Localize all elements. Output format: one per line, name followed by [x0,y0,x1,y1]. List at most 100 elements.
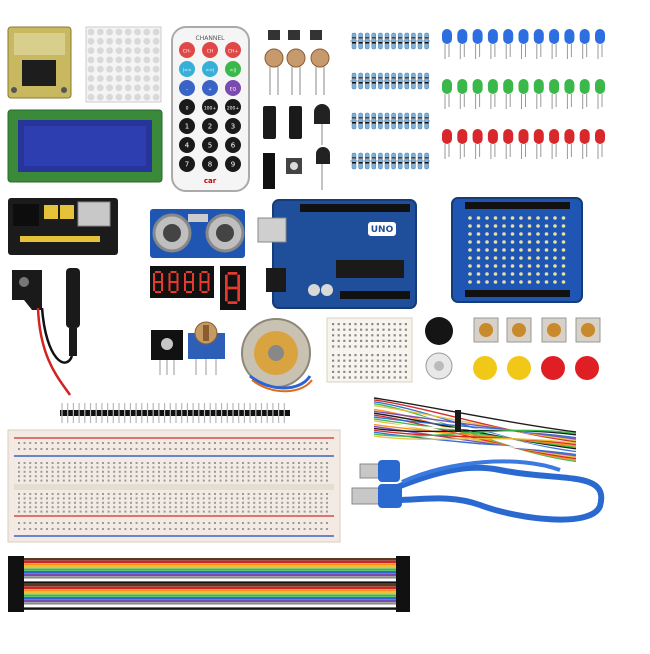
buzzer [425,317,453,380]
bb-hole [286,497,289,500]
led [472,129,483,144]
proto-pad [544,280,549,284]
bb-hole [337,345,340,348]
bb-hole [107,506,110,509]
bb-hole [208,479,211,482]
bb-hole [371,339,374,342]
remote-key [202,118,218,134]
bb-hole [57,448,60,450]
segment [225,274,228,288]
resistor-band [365,77,370,79]
bb-hole [286,442,289,444]
resistor [364,72,370,90]
bb-hole [264,501,267,504]
bb-hole [208,510,211,513]
proto-pad [561,272,566,276]
remote-key [202,42,218,58]
bb-hole [46,501,48,504]
bb-hole [404,334,407,337]
ribbon-wire [22,558,398,561]
matrix-dot [152,28,160,36]
bb-hole [163,479,166,482]
bb-hole [85,470,88,473]
bb-hole [354,354,357,357]
bb-hole [118,462,121,464]
bb-hole [343,354,346,357]
bb-hole [135,506,138,509]
bb-hole [236,448,239,450]
resistor-band [404,117,409,119]
bb-hole [404,339,407,342]
bb-hole [169,493,172,495]
proto-pad [561,216,566,220]
resistor-band [398,162,403,164]
segment [207,273,210,282]
proto-pad [468,232,472,236]
bb-hole [365,354,368,357]
bb-hole [85,442,88,444]
ribbon-wire [22,563,398,566]
stepper-motor [241,318,313,393]
bb-hole [253,462,256,464]
bb-hole [247,442,250,444]
proto-pad [476,280,481,284]
matrix-dot [115,93,123,101]
resistor [351,112,357,130]
bb-hole [360,370,363,373]
bb-hole [303,528,306,530]
proto-pad [519,272,523,276]
bb-hole [113,528,116,530]
bb-hole [292,528,295,530]
bb-hole [152,510,155,513]
bb-hole [275,470,278,473]
bb-hole [298,462,300,464]
bb-hole [202,510,205,513]
bb-hole [102,448,104,450]
proto-pad [527,216,532,220]
remote-key [225,156,241,172]
bb-hole [29,497,32,500]
bb-hole [51,501,54,504]
bb-hole [102,501,104,504]
resistor-band [352,117,356,119]
resistor-band [358,162,363,164]
remote-key [225,99,241,115]
bb-hole [79,528,82,530]
bb-hole [270,448,272,450]
matrix-dot [96,37,104,45]
bb-hole [214,506,216,509]
remote-key-label: 8 [208,161,212,169]
matrix-dot [152,84,160,92]
bb-hole [326,442,328,444]
bb-hole [314,479,317,482]
bb-hole [68,506,71,509]
bb-hole [208,493,211,495]
resistor-band [424,42,429,44]
bb-hole [286,470,289,473]
resistor [351,72,357,90]
matrix-dot [143,65,151,73]
segment [176,282,179,291]
bb-hole [314,506,317,509]
resistor [417,72,423,90]
proto-pad [519,240,523,244]
resistor-band [398,157,403,159]
bb-hole [404,354,407,357]
bb-hole [191,448,194,450]
bb-hole [393,354,396,357]
bb-hole [247,470,250,473]
resistor-band [411,157,416,159]
bb-hole [264,497,267,500]
bb-hole [18,528,20,530]
segment [155,281,161,283]
matrix-dot [143,28,151,36]
led [579,129,590,144]
bb-hole [57,475,60,478]
bb-hole [46,528,48,530]
bb-hole [264,522,267,524]
resistor-band [378,122,383,124]
bb-hole [40,528,43,530]
resistor-band [418,37,422,39]
bb-hole [62,442,65,444]
bb-hole [79,510,82,513]
